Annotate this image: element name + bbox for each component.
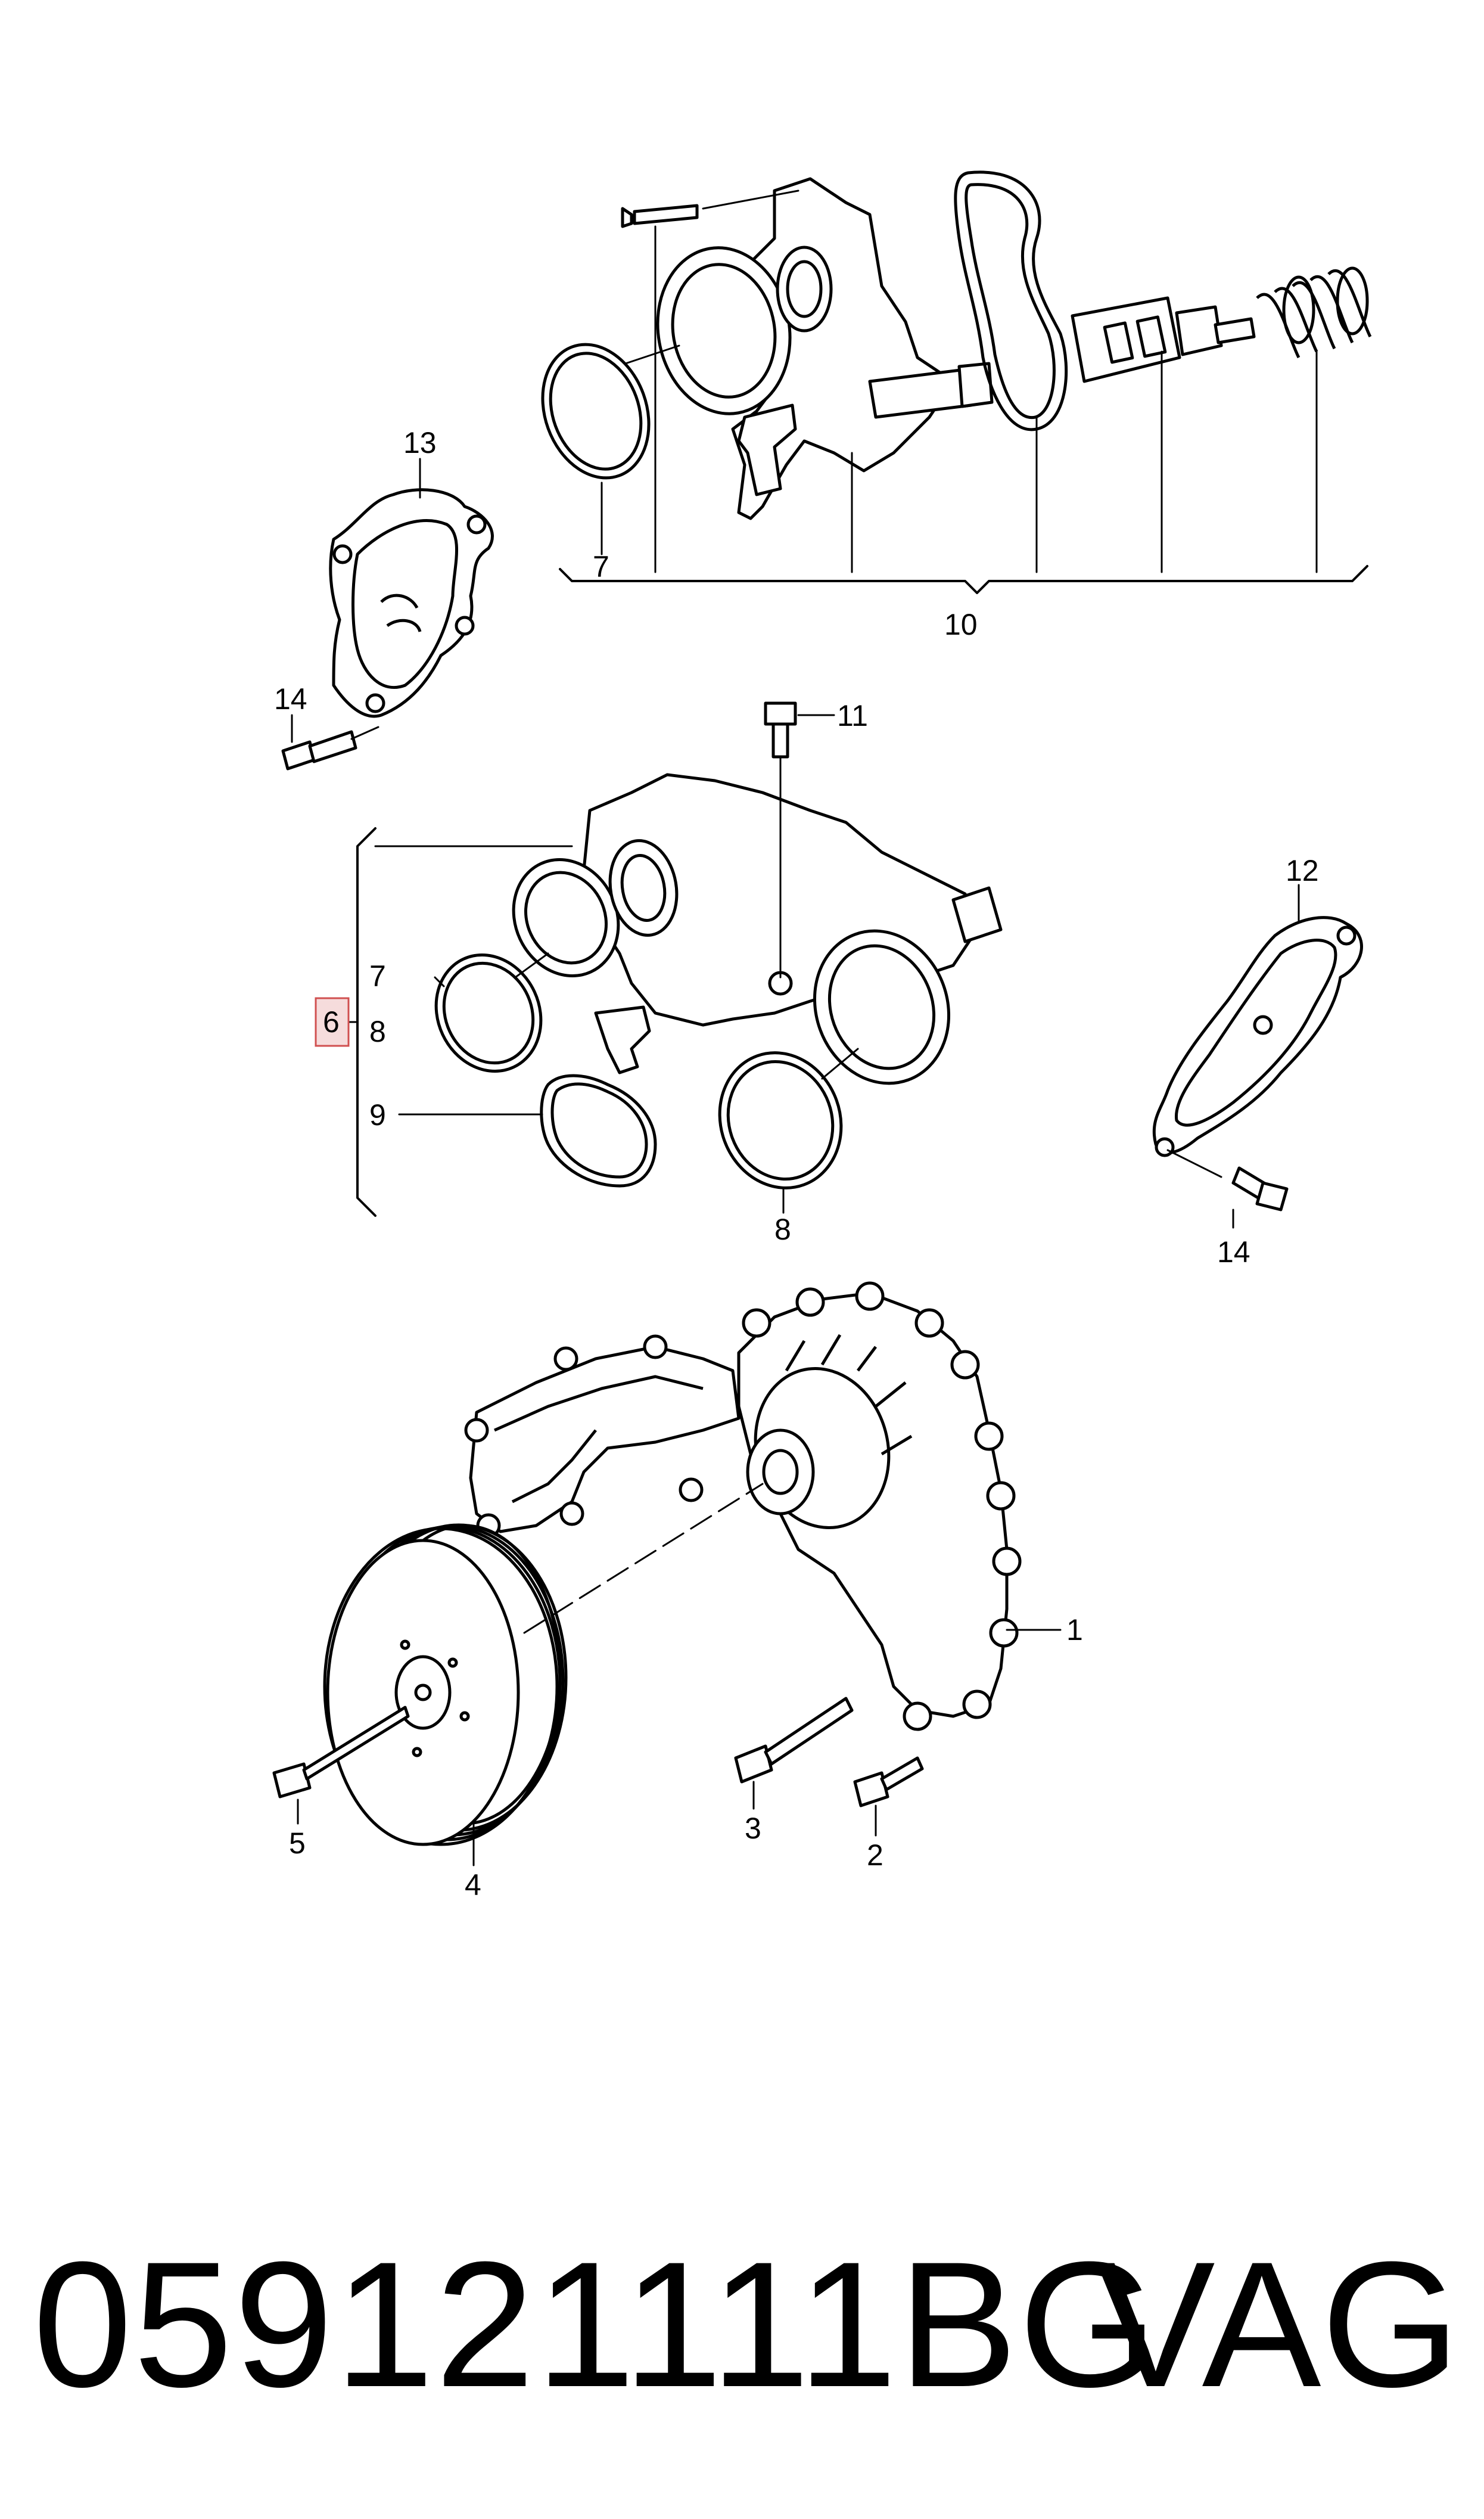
brand-name: VAG: [1096, 2224, 1460, 2424]
cover-12: [1152, 884, 1363, 1229]
callout-7-top: 7: [593, 550, 609, 583]
callout-1: 1: [1066, 1613, 1083, 1647]
callout-14-right: 14: [1217, 1235, 1250, 1269]
coolant-housing-6: [315, 701, 1003, 1217]
callout-8-bottom: 8: [774, 1213, 791, 1246]
callout-4: 4: [465, 1868, 481, 1902]
callout-3: 3: [745, 1812, 761, 1845]
callout-8-mid: 8: [369, 1015, 386, 1048]
callout-12: 12: [1286, 854, 1319, 887]
callout-13: 13: [403, 426, 437, 459]
callout-11: 11: [837, 699, 868, 732]
part-number: 059121111BG: [33, 2224, 1159, 2424]
callout-10: 10: [944, 608, 978, 641]
callout-6: 6: [323, 1005, 340, 1039]
thermostat-assembly: [541, 170, 1372, 594]
callout-5: 5: [289, 1827, 306, 1860]
callout-14-left: 14: [274, 682, 307, 716]
callout-9: 9: [369, 1098, 386, 1132]
parts-diagram: 1 2 3 4 5 6 7 7 8 8 9 10 11 12 13 14 14: [272, 170, 1372, 1902]
callout-7-mid: 7: [369, 959, 386, 993]
callout-2: 2: [867, 1838, 883, 1872]
callout-labels: 1 2 3 4 5 6 7 7 8 8 9 10 11 12 13 14 14: [274, 426, 1319, 1902]
cover-13: [281, 458, 494, 771]
water-pump-assembly: [272, 1281, 1062, 1866]
